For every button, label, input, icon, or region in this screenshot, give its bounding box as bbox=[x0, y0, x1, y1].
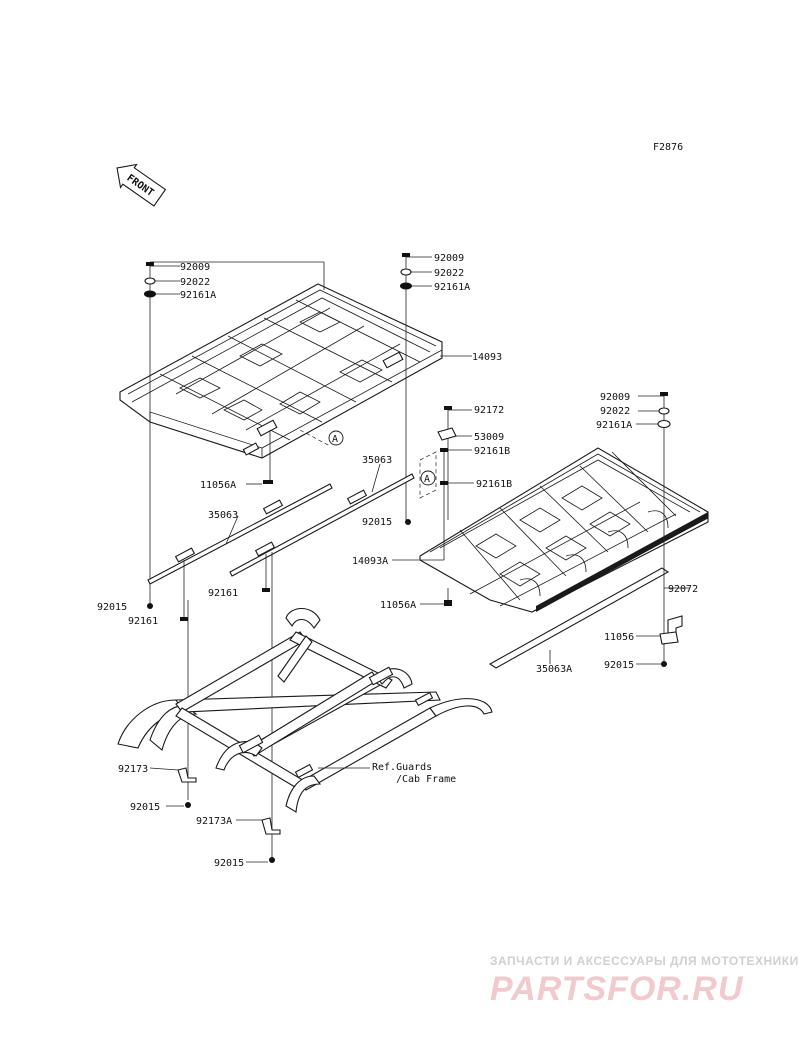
label-92161-b: 92161 bbox=[128, 616, 158, 627]
bolt-92009-b bbox=[400, 253, 412, 290]
svg-text:A: A bbox=[424, 474, 430, 485]
label-53009: 53009 bbox=[474, 432, 504, 443]
label-92022-c: 92022 bbox=[600, 406, 630, 417]
washer-92161B-b bbox=[440, 481, 448, 485]
label-92161-a: 92161 bbox=[208, 588, 238, 599]
label-92022-b: 92022 bbox=[434, 268, 464, 279]
bracket-rail-35063-right bbox=[229, 473, 415, 577]
label-92161A-c: 92161A bbox=[596, 420, 632, 431]
plate-11056A-b bbox=[444, 600, 452, 606]
callout-a-rear: A bbox=[419, 451, 437, 499]
ref-note-line2: /Cab Frame bbox=[396, 774, 456, 785]
label-92015-c: 92015 bbox=[604, 660, 634, 671]
clip-53009 bbox=[437, 427, 457, 441]
bracket-92173 bbox=[177, 767, 197, 783]
nut-92015-d bbox=[185, 802, 191, 808]
label-35063A: 35063A bbox=[536, 664, 572, 675]
label-92015-e: 92015 bbox=[214, 858, 244, 869]
washer-92161-a bbox=[262, 588, 270, 592]
label-11056: 11056 bbox=[604, 632, 634, 643]
label-14093A: 14093A bbox=[352, 556, 388, 567]
label-92072: 92072 bbox=[668, 584, 698, 595]
figure-id: F2876 bbox=[653, 142, 683, 153]
front-arrow-icon: FRONT bbox=[116, 163, 167, 207]
bracket-rail-35063-left bbox=[147, 483, 333, 585]
nut-92015-c bbox=[661, 661, 667, 667]
label-92161B-b: 92161B bbox=[476, 479, 512, 490]
label-92173A: 92173A bbox=[196, 816, 232, 827]
label-92161A-a: 92161A bbox=[180, 290, 216, 301]
label-92009-c: 92009 bbox=[600, 392, 630, 403]
nut-92015-a bbox=[405, 519, 411, 525]
washer-92161B-a bbox=[440, 448, 448, 452]
label-35063-b: 35063 bbox=[362, 455, 392, 466]
label-92015-d: 92015 bbox=[130, 802, 160, 813]
label-14093: 14093 bbox=[472, 352, 502, 363]
label-35063-a: 35063 bbox=[208, 510, 238, 521]
label-92173: 92173 bbox=[118, 764, 148, 775]
nut-92015-e bbox=[269, 857, 275, 863]
label-11056A-b: 11056A bbox=[380, 600, 416, 611]
plate-11056A bbox=[263, 480, 273, 484]
label-92015-a: 92015 bbox=[362, 517, 392, 528]
label-92172: 92172 bbox=[474, 405, 504, 416]
watermark: ЗАПЧАСТИ И АКСЕССУАРЫ ДЛЯ МОТОТЕХНИКИ PA… bbox=[490, 954, 799, 1008]
callout-a-front: A bbox=[328, 430, 344, 446]
label-92009-a: 92009 bbox=[180, 262, 210, 273]
front-roof-panel bbox=[119, 283, 443, 459]
bolt-92009-c bbox=[657, 392, 671, 429]
ref-note-line1: Ref.Guards bbox=[372, 762, 432, 773]
cab-frame bbox=[117, 607, 493, 813]
part-labels: 92009 92022 92161A 92009 92022 92161A 14… bbox=[97, 253, 698, 869]
label-92009-b: 92009 bbox=[434, 253, 464, 264]
watermark-brand: PARTSFOR.RU bbox=[490, 970, 744, 1008]
svg-text:A: A bbox=[332, 434, 338, 445]
label-92161A-b: 92161A bbox=[434, 282, 470, 293]
label-92022-a: 92022 bbox=[180, 277, 210, 288]
label-11056A: 11056A bbox=[200, 480, 236, 491]
label-92161B-a: 92161B bbox=[474, 446, 510, 457]
bolt-92172 bbox=[444, 406, 452, 410]
rear-roof-panel bbox=[419, 447, 709, 613]
label-92015-b: 92015 bbox=[97, 602, 127, 613]
plate-11056 bbox=[659, 631, 679, 645]
nut-92015-b bbox=[147, 603, 153, 609]
weatherstrip-35063A bbox=[488, 567, 670, 669]
bracket-92173A bbox=[261, 817, 281, 835]
watermark-top-text: ЗАПЧАСТИ И АКСЕССУАРЫ ДЛЯ МОТОТЕХНИКИ bbox=[490, 954, 799, 968]
washer-92161-b bbox=[180, 617, 188, 621]
bolt-92009-a bbox=[144, 262, 156, 298]
